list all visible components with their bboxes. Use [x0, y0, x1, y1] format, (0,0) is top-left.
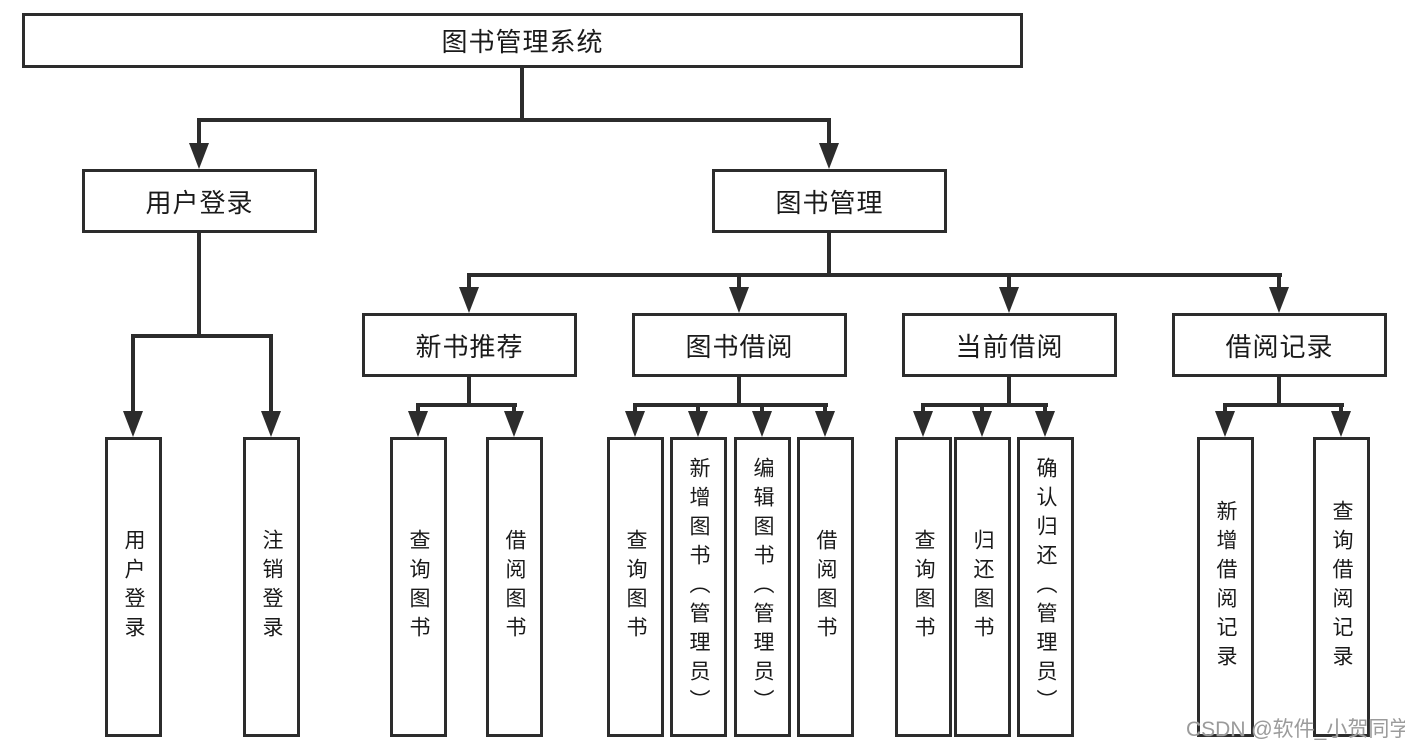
arrowhead-icon	[688, 411, 708, 437]
connector	[1277, 273, 1281, 291]
arrowhead-icon	[261, 411, 281, 437]
node-user-login: 用户登录	[82, 169, 317, 233]
arrowhead-icon	[459, 287, 479, 313]
leaf-query-books-borrowing-label: 查询图书	[624, 529, 647, 645]
connector	[823, 403, 827, 413]
leaf-add-borrow-record-label: 新增借阅记录	[1214, 500, 1237, 674]
leaf-query-borrow-record: 查询借阅记录	[1313, 437, 1370, 737]
leaf-edit-books-admin-label: 编辑图书（管理员）	[751, 456, 774, 718]
arrowhead-icon	[1035, 411, 1055, 437]
arrowhead-icon	[408, 411, 428, 437]
leaf-add-borrow-record: 新增借阅记录	[1197, 437, 1254, 737]
leaf-borrow-books: 借阅图书	[797, 437, 854, 737]
connector	[131, 334, 135, 414]
leaf-confirm-return-admin: 确认归还（管理员）	[1017, 437, 1074, 737]
connector	[827, 233, 831, 277]
leaf-return-books: 归还图书	[954, 437, 1011, 737]
connector	[980, 403, 984, 413]
connector	[416, 403, 420, 413]
leaf-user-login: 用户登录	[105, 437, 162, 737]
node-book-borrowing-label: 图书借阅	[685, 331, 794, 362]
leaf-add-books-admin: 新增图书（管理员）	[670, 437, 727, 737]
connector	[633, 403, 828, 407]
connector	[131, 334, 273, 338]
leaf-query-books-recommend: 查询图书	[390, 437, 447, 737]
leaf-query-books-current: 查询图书	[895, 437, 952, 737]
node-user-login-label: 用户登录	[145, 187, 254, 218]
connector	[737, 377, 741, 405]
leaf-return-books-label: 归还图书	[971, 529, 994, 645]
leaf-user-login-label: 用户登录	[122, 529, 145, 645]
connector	[633, 403, 637, 413]
connector	[269, 334, 273, 414]
leaf-query-books-current-label: 查询图书	[912, 529, 935, 645]
connector	[468, 273, 1282, 277]
node-borrowing-records: 借阅记录	[1172, 313, 1387, 377]
leaf-query-books-borrowing: 查询图书	[607, 437, 664, 737]
arrowhead-icon	[123, 411, 143, 437]
connector	[921, 403, 1048, 407]
node-new-book-recommendation: 新书推荐	[362, 313, 577, 377]
arrowhead-icon	[913, 411, 933, 437]
connector	[197, 233, 201, 336]
node-library-system: 图书管理系统	[22, 13, 1023, 68]
connector	[1043, 403, 1047, 413]
arrowhead-icon	[504, 411, 524, 437]
node-current-borrowing-label: 当前借阅	[955, 331, 1064, 362]
connector	[921, 403, 925, 413]
leaf-borrow-books-recommend-label: 借阅图书	[503, 529, 526, 645]
leaf-query-books-recommend-label: 查询图书	[407, 529, 430, 645]
arrowhead-icon	[1215, 411, 1235, 437]
leaf-confirm-return-admin-label: 确认归还（管理员）	[1034, 456, 1057, 718]
arrowhead-icon	[999, 287, 1019, 313]
connector	[1223, 403, 1227, 413]
arrowhead-icon	[729, 287, 749, 313]
connector	[827, 118, 831, 146]
arrowhead-icon	[752, 411, 772, 437]
connector	[512, 403, 516, 413]
node-book-management-label: 图书管理	[775, 187, 884, 218]
node-library-system-label: 图书管理系统	[441, 27, 604, 57]
arrowhead-icon	[1331, 411, 1351, 437]
node-book-management: 图书管理	[712, 169, 947, 233]
connector	[467, 273, 471, 291]
connector	[760, 403, 764, 413]
connector	[737, 273, 741, 291]
connector	[1223, 403, 1344, 407]
connector	[467, 377, 471, 405]
connector	[1007, 377, 1011, 405]
leaf-borrow-books-recommend: 借阅图书	[486, 437, 543, 737]
arrowhead-icon	[625, 411, 645, 437]
leaf-query-borrow-record-label: 查询借阅记录	[1330, 500, 1353, 674]
connector	[1277, 377, 1281, 405]
leaf-logout: 注销登录	[243, 437, 300, 737]
connector	[197, 118, 831, 122]
connector	[1339, 403, 1343, 413]
leaf-logout-label: 注销登录	[260, 529, 283, 645]
node-book-borrowing: 图书借阅	[632, 313, 847, 377]
leaf-edit-books-admin: 编辑图书（管理员）	[734, 437, 791, 737]
connector	[696, 403, 700, 413]
connector	[197, 118, 201, 146]
connector	[1007, 273, 1011, 291]
arrowhead-icon	[1269, 287, 1289, 313]
connector	[416, 403, 517, 407]
arrowhead-icon	[815, 411, 835, 437]
node-new-book-recommendation-label: 新书推荐	[415, 331, 524, 362]
arrowhead-icon	[972, 411, 992, 437]
node-current-borrowing: 当前借阅	[902, 313, 1117, 377]
connector	[520, 68, 524, 122]
leaf-borrow-books-label: 借阅图书	[814, 529, 837, 645]
arrowhead-icon	[819, 143, 839, 169]
node-borrowing-records-label: 借阅记录	[1225, 331, 1334, 362]
csdn-watermark: CSDN @软件_小贺同学	[1186, 718, 1405, 741]
arrowhead-icon	[189, 143, 209, 169]
leaf-add-books-admin-label: 新增图书（管理员）	[687, 456, 710, 718]
